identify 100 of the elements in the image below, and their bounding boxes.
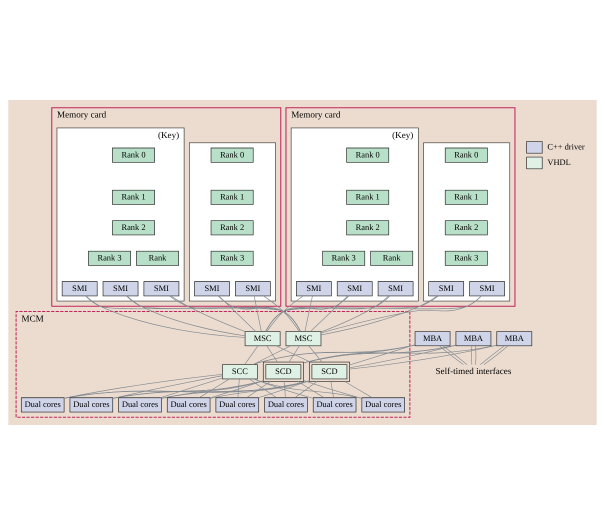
cluster xyxy=(423,142,510,302)
legend-label: VHDL xyxy=(547,157,571,168)
connector xyxy=(126,296,301,332)
connector xyxy=(484,346,508,365)
connector xyxy=(254,378,314,399)
connector xyxy=(160,378,223,398)
node-box: Rank 0 xyxy=(346,148,390,163)
node-box: MBA xyxy=(456,331,492,346)
connector xyxy=(344,381,372,398)
connector xyxy=(266,346,278,362)
connector xyxy=(244,346,258,365)
node-box: SMI xyxy=(336,281,373,296)
node-box: Dual cores xyxy=(216,397,260,412)
connector xyxy=(330,381,334,398)
node-box: Rank xyxy=(136,250,179,266)
connector xyxy=(168,296,301,332)
connector xyxy=(210,380,310,399)
connector xyxy=(246,381,270,398)
connector xyxy=(310,296,348,332)
connector xyxy=(112,380,264,399)
connector xyxy=(298,381,324,398)
node-box: SMI xyxy=(62,281,98,296)
node-box: Dual cores xyxy=(312,397,356,412)
connector xyxy=(475,346,476,365)
node-box: Rank xyxy=(370,250,414,266)
node-box: SMI xyxy=(102,281,138,296)
node-box: Rank 3 xyxy=(88,250,131,266)
node-box: Rank 3 xyxy=(444,250,488,266)
node-box: Rank 2 xyxy=(112,220,155,236)
connector xyxy=(249,378,277,398)
node-box: Rank 0 xyxy=(444,148,488,163)
connector xyxy=(265,296,390,332)
node-box: MSC xyxy=(244,331,280,346)
connector xyxy=(320,296,390,332)
connector xyxy=(198,378,230,398)
node-box: SMI xyxy=(296,281,332,296)
connector xyxy=(303,344,456,364)
node-box: SCD xyxy=(308,362,350,382)
node-box: Rank 1 xyxy=(210,190,254,205)
connector xyxy=(238,378,240,398)
node-box: SMI xyxy=(428,281,464,296)
connector xyxy=(308,346,322,362)
node-box: Dual cores xyxy=(264,397,308,412)
node-box: Rank 1 xyxy=(112,190,155,205)
node-box: Rank 1 xyxy=(444,190,488,205)
legend-label: C++ driver xyxy=(547,142,585,152)
node-box: Dual cores xyxy=(166,397,210,412)
connector xyxy=(320,296,438,336)
connector xyxy=(86,296,246,338)
connector xyxy=(253,378,362,399)
connector xyxy=(284,381,286,398)
connector xyxy=(304,296,313,332)
node-text: Self-timed interfaces xyxy=(435,366,512,376)
connector xyxy=(265,296,350,332)
connector xyxy=(265,296,482,332)
connector xyxy=(112,380,310,399)
connector xyxy=(64,380,310,399)
connector xyxy=(265,296,439,332)
connector xyxy=(112,375,222,399)
connector xyxy=(252,345,456,365)
connector xyxy=(303,344,416,364)
node-box: SCD xyxy=(262,362,304,382)
connector xyxy=(480,346,505,365)
node-box: Dual cores xyxy=(118,397,162,412)
node-box: Rank 0 xyxy=(112,148,155,163)
connector xyxy=(254,296,262,332)
connector xyxy=(442,346,468,365)
connector xyxy=(303,380,362,399)
node-box: SMI xyxy=(378,281,414,296)
connector xyxy=(471,346,472,365)
connector xyxy=(210,380,264,398)
connector xyxy=(170,296,246,332)
connector xyxy=(288,346,300,362)
node-box: MBA xyxy=(496,331,532,346)
connector xyxy=(349,344,416,366)
connector xyxy=(126,296,246,336)
connector xyxy=(252,344,416,365)
connector xyxy=(85,296,301,332)
node-box: SMI xyxy=(469,281,505,296)
connector xyxy=(276,346,311,362)
node-box: SCC xyxy=(222,364,258,380)
node-box: Dual cores xyxy=(362,397,405,412)
node-box: MBA xyxy=(414,331,450,346)
node-box: SMI xyxy=(144,281,180,296)
node-box: Rank 2 xyxy=(210,220,254,236)
connector xyxy=(161,380,310,399)
node-box: Rank 1 xyxy=(346,190,390,205)
connector xyxy=(294,381,318,398)
node-box: Rank 3 xyxy=(322,250,366,266)
connector xyxy=(218,296,256,332)
connector xyxy=(64,380,264,399)
node-box: Rank 2 xyxy=(444,220,488,236)
connector xyxy=(303,345,497,364)
node-box: Dual cores xyxy=(70,397,114,412)
connector xyxy=(439,346,464,365)
node-box: Rank 2 xyxy=(346,220,390,236)
node-box: SMI xyxy=(194,281,230,296)
node-box: Dual cores xyxy=(20,397,64,412)
node-box: MSC xyxy=(286,331,322,346)
node-box: SMI xyxy=(235,281,271,296)
